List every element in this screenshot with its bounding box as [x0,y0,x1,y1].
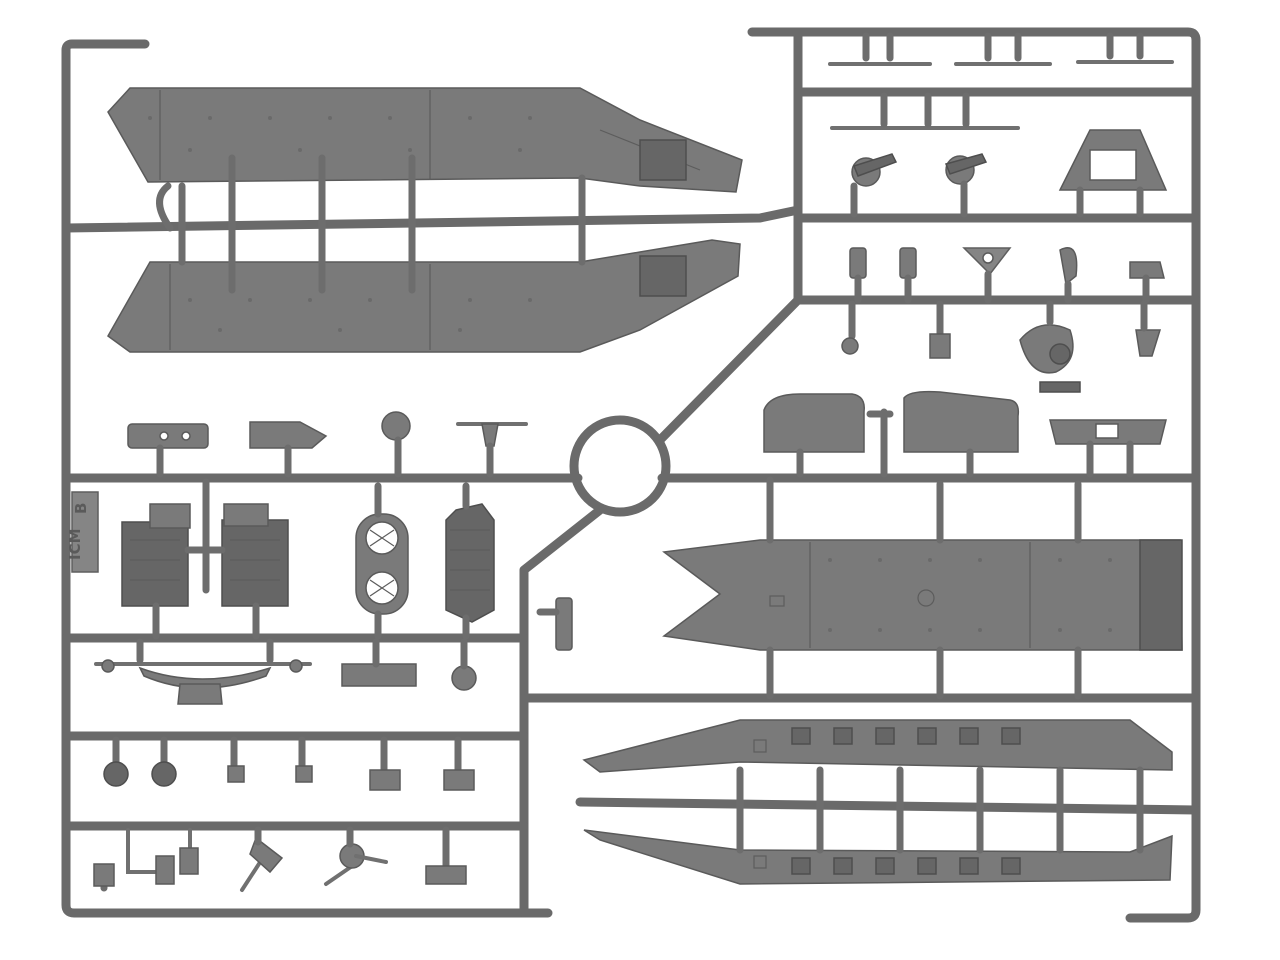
fender-parts [763,390,1020,478]
hull-side-panel-upper [107,87,743,193]
track-frame-lower [583,829,1173,885]
leaf-spring-part [94,638,312,705]
lever-part [456,422,528,478]
ball-parts-row [103,736,475,791]
round-cap-part [451,638,477,691]
rod-parts [828,32,1174,130]
hatch-part [1058,129,1168,218]
sprue-tag: ICM B [66,491,99,573]
suspension-small-parts [849,247,1165,304]
chassis-floor-plate [662,476,1183,700]
disc-part [381,411,411,478]
sprue-tag-logo: ICM [66,528,84,560]
cylinder-part [127,423,209,478]
engine-gates [152,478,260,640]
track-frame-upper [582,719,1173,773]
pipe-parts-row [93,826,467,892]
sprue-frame [61,27,1201,923]
wedge-part [249,421,328,478]
bracket-part [1049,419,1167,478]
box-part [341,638,417,687]
track-frame-gates [736,766,1144,854]
engine-block-left [121,503,191,607]
sprue-tag-label: B [72,503,90,514]
hanging-small-parts [841,300,1162,393]
hull-side-gates [156,154,586,294]
engine-block-right [221,503,289,607]
spring-part [536,597,573,651]
hull-side-panel-lower [107,239,741,353]
grille-part [445,482,495,640]
wheel-pair-part [355,482,409,640]
small-crank-parts [850,153,988,218]
